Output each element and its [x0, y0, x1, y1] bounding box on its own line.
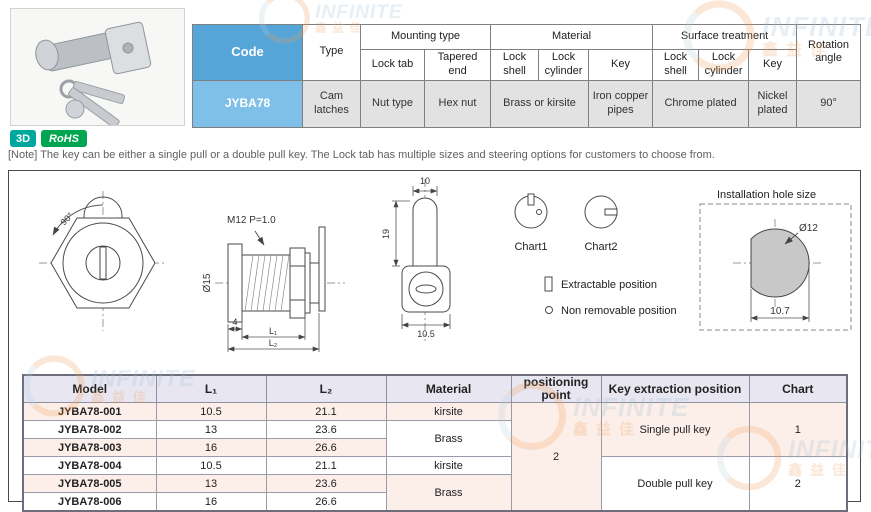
spec-value-type: Cam latches: [302, 79, 361, 128]
model-link[interactable]: JYBA78-006: [22, 492, 157, 512]
spec-header-type: Type: [302, 24, 361, 81]
spec-value-tapered-end: Hex nut: [423, 79, 492, 128]
model-link[interactable]: JYBA78-001: [22, 402, 157, 422]
installation-hole-title: Installation hole size: [717, 189, 816, 201]
lock-front-view: [39, 191, 167, 331]
model-link[interactable]: JYBA78-002: [22, 420, 157, 440]
l2-value: 23.6: [265, 420, 387, 440]
col-header-l1: L₁: [155, 374, 267, 404]
spec-header-material: Material: [490, 24, 654, 50]
spec-value-material-key: Iron copper pipes: [588, 79, 654, 128]
l1-value: 16: [155, 438, 267, 458]
col-header-key-extraction: Key extraction position: [600, 374, 750, 404]
dim105-label: 10.5: [417, 329, 435, 339]
3d-view-badge[interactable]: 3D: [10, 130, 36, 147]
material-value: Brass: [385, 420, 512, 458]
cam-front-view: [392, 179, 451, 341]
key-extraction-single: Single pull key: [600, 402, 750, 458]
table-row: JYBA78-004 10.5 21.1 kirsite Double pull…: [22, 456, 848, 512]
col-header-model: Model: [22, 374, 157, 404]
technical-drawing: 90° M12 P=1.0 Ø15: [39, 176, 852, 352]
spec-value-surface-key: Nickel plated: [748, 79, 798, 128]
l1-value: 10.5: [155, 402, 267, 422]
spec-value-material-shell: Brass or kirsite: [490, 79, 590, 128]
table-row: JYBA78-005 13 23.6 Brass: [22, 474, 847, 512]
spec-header-surface-treatment: Surface treatment: [652, 24, 798, 50]
l2-value: 21.1: [265, 402, 387, 422]
nonremovable-symbol-icon: [545, 306, 553, 314]
key-extraction-double: Double pull key: [600, 456, 750, 512]
l2-value: 21.1: [265, 456, 387, 476]
positioning-point-value: 2: [510, 402, 602, 512]
spec-subheader-surf-key: Key: [748, 49, 798, 81]
legend-extractable: Extractable position: [561, 279, 657, 291]
dim4-label: 4: [232, 317, 237, 327]
chart2-label: Chart2: [584, 241, 617, 253]
spec-header-code: Code: [192, 24, 303, 81]
dim10-label: 10: [420, 176, 430, 186]
cam-lock-photo: [11, 9, 184, 129]
l2-value: 26.6: [265, 492, 387, 512]
installation-hole-drawing: [699, 203, 852, 331]
spec-subheader-surf-lock-shell: Lock shell: [652, 49, 700, 81]
spec-subheader-surf-lock-cylinder: Lock cylinder: [698, 49, 750, 81]
thread-label: M12 P=1.0: [227, 215, 276, 226]
chart-value-1: 1: [748, 402, 848, 458]
drawing-and-table-panel: 90° M12 P=1.0 Ø15: [8, 170, 861, 512]
spec-subheader-mat-lock-shell: Lock shell: [490, 49, 540, 81]
l1-value: 13: [155, 420, 267, 440]
material-value: kirsite: [385, 456, 512, 476]
l2-value: 26.6: [265, 438, 387, 458]
col-header-l2: L₂: [265, 374, 387, 404]
chart2-diagram: [584, 195, 618, 229]
lock-side-view: [215, 226, 345, 352]
note-text: [Note] The key can be either a single pu…: [8, 149, 715, 161]
product-photo: [10, 8, 185, 129]
l1-value: 16: [155, 492, 267, 512]
col-header-positioning-point: positioning point: [510, 374, 602, 404]
spec-subheader-lock-tab: Lock tab: [360, 49, 425, 81]
spec-subheader-tapered-end: Tapered end: [423, 49, 492, 81]
legend-nonremovable: Non removable position: [561, 305, 677, 317]
material-value: kirsite: [385, 402, 512, 422]
spec-header-mounting-type: Mounting type: [359, 24, 492, 50]
table-row: JYBA78-002 13 23.6 Brass: [22, 420, 847, 458]
chart1-diagram: [514, 193, 548, 229]
table-row: JYBA78-001 10.5 21.1 kirsite 2 Single pu…: [22, 402, 848, 512]
model-link[interactable]: JYBA78-004: [22, 456, 157, 476]
table-row: JYBA78-003 16 26.6: [22, 438, 847, 458]
spec-value-surface-shell: Chrome plated: [652, 79, 750, 128]
col-header-material: Material: [385, 374, 512, 404]
l2-label: L₂: [269, 338, 278, 348]
spec-subheader-mat-key: Key: [588, 49, 654, 81]
dim107-label: 10.7: [770, 306, 790, 317]
table-row: JYBA78-006 16 26.6: [22, 492, 847, 512]
dia12-label: Ø12: [799, 223, 818, 234]
extractable-symbol-icon: [544, 276, 553, 292]
l1-value: 13: [155, 474, 267, 494]
l1-label: L₁: [269, 326, 277, 336]
dim19-label: 19: [381, 229, 391, 239]
watermark-brand: INFINITE: [315, 0, 403, 23]
l2-value: 23.6: [265, 474, 387, 494]
spec-header-rotation-angle: Rotation angle: [796, 24, 862, 81]
certification-badges: 3D RoHS: [10, 130, 87, 147]
spec-value-code: JYBA78: [192, 79, 303, 128]
l1-value: 10.5: [155, 456, 267, 476]
model-link[interactable]: JYBA78-003: [22, 438, 157, 458]
chart1-label: Chart1: [514, 241, 547, 253]
spec-subheader-mat-lock-cylinder: Lock cylinder: [538, 49, 590, 81]
chart-value-2: 2: [748, 456, 848, 512]
spec-value-lock-tab: Nut type: [360, 79, 425, 128]
spec-table: Code Type Mounting type Material Surface…: [192, 24, 862, 128]
material-value: Brass: [385, 474, 512, 512]
rohs-badge: RoHS: [41, 130, 87, 147]
model-table: Model L₁ L₂ Material positioning point K…: [22, 374, 848, 512]
spec-value-rotation: 90°: [796, 79, 862, 128]
col-header-chart: Chart: [748, 374, 848, 404]
model-link[interactable]: JYBA78-005: [22, 474, 157, 494]
dia15-label: Ø15: [202, 273, 213, 292]
